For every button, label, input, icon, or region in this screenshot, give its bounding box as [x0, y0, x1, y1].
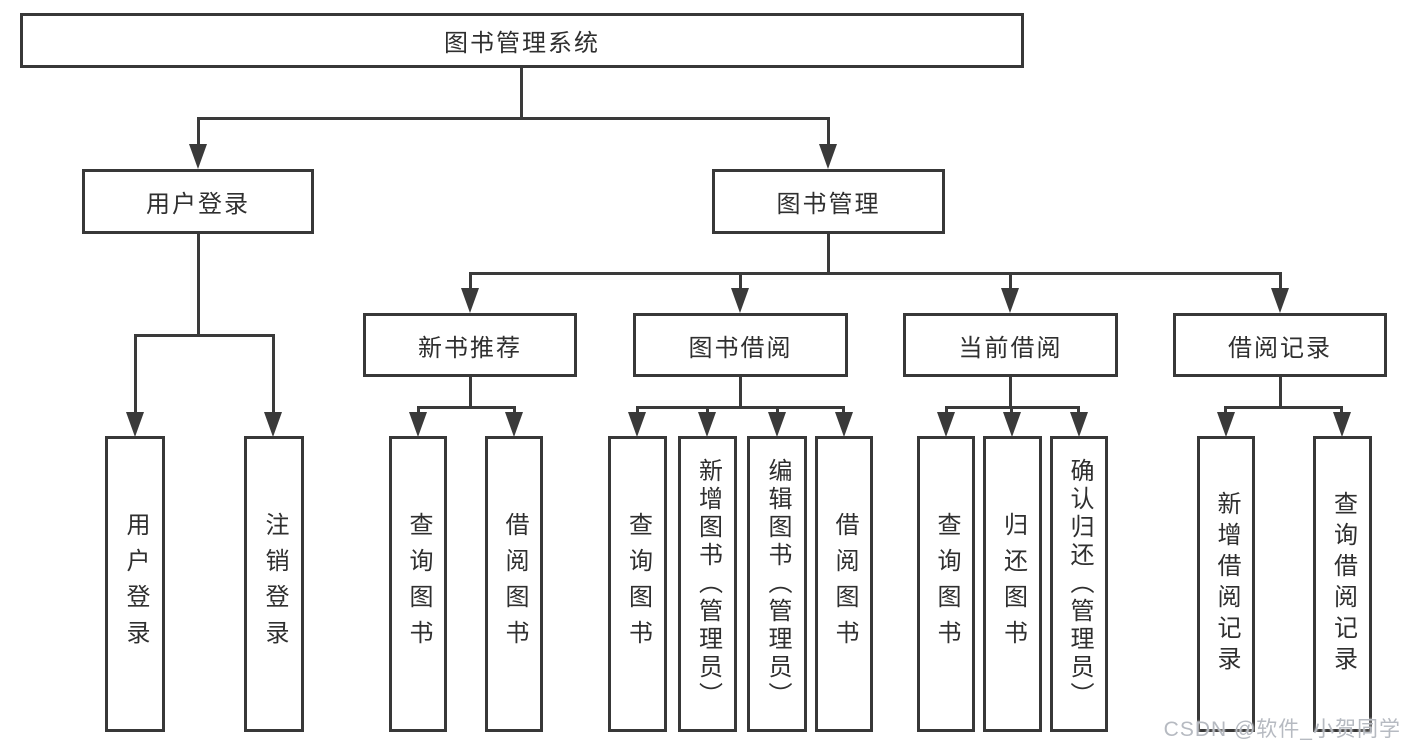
arrow-down-icon [126, 412, 144, 437]
node-new-book-recommend-label: 新书推荐 [418, 334, 522, 362]
leaf-br-query-record-label: 查询借阅记录 [1329, 491, 1357, 677]
connector-drop-book-management [827, 117, 830, 147]
connector-borrowing-records-splitter [1224, 406, 1343, 409]
arrow-down-icon [505, 412, 523, 437]
leaf-cb-confirm-return-admin-label: 确认归还（管理员） [1066, 458, 1093, 710]
leaf-logout: 注销登录 [244, 436, 304, 732]
connector-drop-bb-borrow [842, 406, 845, 416]
leaf-cb-confirm-return-admin: 确认归还（管理员） [1050, 436, 1108, 732]
connector-drop-bb-query [636, 406, 639, 416]
connector-borrowing-records-stem [1279, 377, 1282, 409]
connector-drop-bb-edit [776, 406, 779, 416]
connector-drop-bb-add [706, 406, 709, 416]
leaf-bb-edit-books-admin: 编辑图书（管理员） [747, 436, 807, 732]
leaf-cb-query-books: 查询图书 [917, 436, 975, 732]
connector-drop-book-borrowing [739, 272, 742, 292]
node-new-book-recommend: 新书推荐 [363, 313, 577, 377]
connector-book-borrowing-splitter [636, 406, 845, 409]
connector-l3-horizontal [469, 272, 1282, 275]
arrow-down-icon [409, 412, 427, 437]
node-borrowing-records-label: 借阅记录 [1228, 334, 1332, 362]
node-book-management: 图书管理 [712, 169, 945, 234]
arrow-down-icon [937, 412, 955, 437]
leaf-bb-query-books-label: 查询图书 [624, 512, 652, 656]
leaf-cb-return-books-label: 归还图书 [999, 512, 1027, 656]
connector-new-book-stem [469, 377, 472, 409]
leaf-nbr-borrow-books: 借阅图书 [485, 436, 543, 732]
node-book-borrowing-label: 图书借阅 [688, 334, 793, 362]
leaf-nbr-query-books: 查询图书 [389, 436, 447, 732]
node-root-label: 图书管理系统 [444, 30, 600, 57]
node-user-login: 用户登录 [82, 169, 314, 234]
node-current-borrowing-label: 当前借阅 [958, 334, 1063, 362]
connector-user-login-stem [197, 234, 200, 337]
arrow-down-icon [698, 412, 716, 437]
arrow-down-icon [819, 144, 837, 169]
connector-drop-new-book [469, 272, 472, 292]
node-book-management-label: 图书管理 [776, 191, 881, 218]
connector-drop-nb-borrow [513, 406, 516, 416]
leaf-cb-query-books-label: 查询图书 [933, 512, 960, 656]
node-borrowing-records: 借阅记录 [1173, 313, 1387, 377]
node-current-borrowing: 当前借阅 [903, 313, 1118, 377]
leaf-user-login: 用户登录 [105, 436, 165, 732]
connector-book-borrowing-stem [739, 377, 742, 409]
leaf-br-add-record: 新增借阅记录 [1197, 436, 1255, 732]
arrow-down-icon [264, 412, 282, 437]
node-user-login-label: 用户登录 [146, 191, 250, 218]
leaf-bb-add-books-admin-label: 新增图书（管理员） [694, 458, 722, 710]
connector-drop-cb-return [1010, 406, 1013, 416]
leaf-nbr-query-books-label: 查询图书 [405, 512, 432, 656]
leaf-bb-query-books: 查询图书 [608, 436, 667, 732]
node-root: 图书管理系统 [20, 13, 1024, 68]
leaf-user-login-label: 用户登录 [122, 512, 149, 656]
arrow-down-icon [1333, 412, 1351, 437]
connector-drop-cb-query [945, 406, 948, 416]
connector-drop-current-borrowing [1009, 272, 1012, 292]
arrow-down-icon [768, 412, 786, 437]
connector-user-login-splitter [134, 334, 275, 337]
arrow-down-icon [628, 412, 646, 437]
connector-new-book-splitter [417, 406, 516, 409]
arrow-down-icon [1271, 288, 1289, 313]
connector-root-stem [520, 68, 523, 120]
leaf-bb-borrow-books-label: 借阅图书 [831, 512, 858, 656]
leaf-bb-edit-books-admin-label: 编辑图书（管理员） [764, 458, 791, 710]
arrow-down-icon [189, 144, 207, 169]
arrow-down-icon [731, 288, 749, 313]
arrow-down-icon [835, 412, 853, 437]
arrow-down-icon [1070, 412, 1088, 437]
arrow-down-icon [1001, 288, 1019, 313]
connector-drop-leaf-login [134, 334, 137, 414]
connector-drop-leaf-logout [272, 334, 275, 414]
connector-drop-br-add [1224, 406, 1227, 416]
watermark: CSDN @软件_小贺同学 [1163, 718, 1401, 741]
leaf-br-add-record-label: 新增借阅记录 [1213, 491, 1240, 677]
connector-drop-user-login [197, 117, 200, 147]
connector-book-management-stem [827, 234, 830, 275]
leaf-logout-label: 注销登录 [261, 512, 288, 656]
leaf-br-query-record: 查询借阅记录 [1313, 436, 1372, 732]
node-book-borrowing: 图书借阅 [633, 313, 848, 377]
connector-drop-cb-confirm [1077, 406, 1080, 416]
arrow-down-icon [1003, 412, 1021, 437]
connector-current-borrowing-stem [1009, 377, 1012, 409]
leaf-nbr-borrow-books-label: 借阅图书 [501, 512, 528, 656]
connector-l2-horizontal [197, 117, 830, 120]
arrow-down-icon [1217, 412, 1235, 437]
connector-drop-nb-query [417, 406, 420, 416]
leaf-bb-borrow-books: 借阅图书 [815, 436, 873, 732]
arrow-down-icon [461, 288, 479, 313]
leaf-bb-add-books-admin: 新增图书（管理员） [678, 436, 737, 732]
connector-drop-borrowing-records [1279, 272, 1282, 292]
connector-drop-br-query [1340, 406, 1343, 416]
leaf-cb-return-books: 归还图书 [983, 436, 1042, 732]
